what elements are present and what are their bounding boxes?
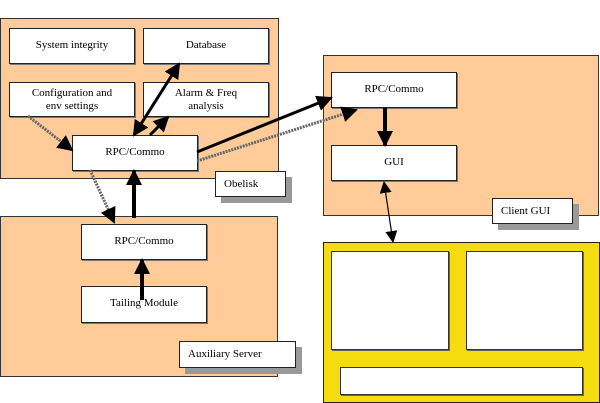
config-box: Configuration and env settings [9, 82, 135, 117]
config-text-line2: env settings [45, 100, 99, 112]
tailing-module-text: Tailing Module [110, 297, 178, 309]
system-integrity-box: System integrity [9, 28, 135, 64]
obelisk-rpc-box: RPC/Commo [72, 135, 198, 171]
auxiliary-label-text: Auxiliary Server [188, 348, 262, 360]
alarm-box: Alarm & Freq analysis [143, 82, 269, 117]
gui-mockup-left-panel [331, 251, 449, 350]
client-rpc-box: RPC/Commo [331, 72, 457, 108]
client-gui-label-text: Client GUI [501, 205, 551, 217]
obelisk-label-text: Obelisk [224, 178, 259, 190]
alarm-text-line2: analysis [188, 100, 224, 112]
client-gui-label: Client GUI [492, 198, 573, 224]
auxiliary-label: Auxiliary Server [179, 341, 296, 368]
obelisk-label: Obelisk [215, 171, 286, 197]
gui-box: GUI [331, 145, 457, 181]
alarm-text-line1: Alarm & Freq [174, 87, 238, 99]
tailing-module-box: Tailing Module [81, 286, 207, 323]
gui-mockup-right-panel [466, 251, 583, 350]
database-text: Database [185, 39, 227, 51]
auxiliary-rpc-text: RPC/Commo [114, 235, 174, 247]
gui-mockup-bottom-bar [340, 367, 583, 395]
client-rpc-text: RPC/Commo [364, 83, 424, 95]
gui-text: GUI [384, 156, 404, 168]
auxiliary-rpc-box: RPC/Commo [81, 224, 207, 260]
system-integrity-text: System integrity [35, 39, 109, 51]
config-text-line1: Configuration and [31, 87, 113, 99]
obelisk-rpc-text: RPC/Commo [105, 146, 165, 158]
database-box: Database [143, 28, 269, 64]
